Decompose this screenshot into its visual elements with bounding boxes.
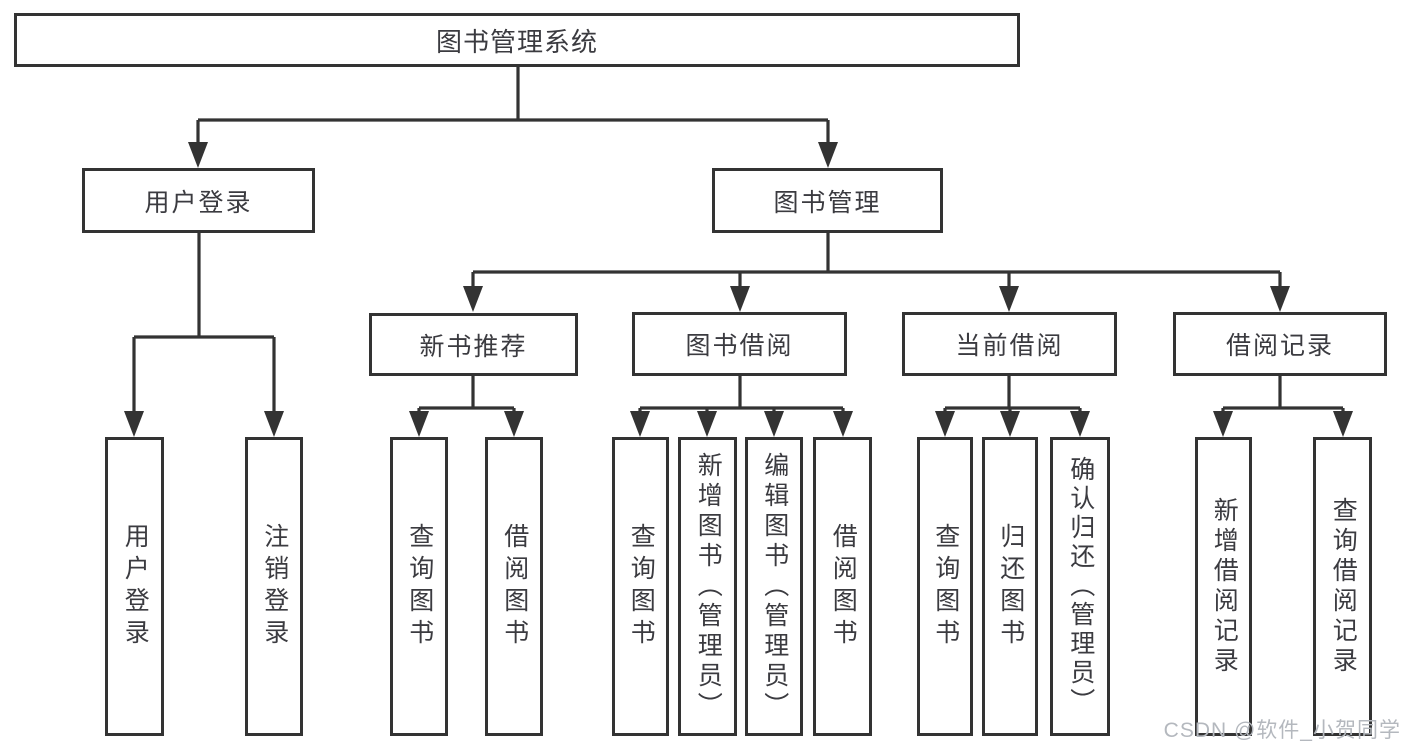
leaf-return-books: 归还图书 xyxy=(982,437,1038,736)
arrow-down-icon xyxy=(1333,411,1353,437)
arrow-down-icon xyxy=(999,286,1019,312)
leaf-confirm-return-admin: 确认归还（管理员） xyxy=(1050,437,1110,736)
node-user-login: 用户登录 xyxy=(82,168,315,233)
arrow-down-icon xyxy=(409,411,429,437)
leaf-query-books-current: 查询图书 xyxy=(917,437,973,736)
leaf-query-books-recommend: 查询图书 xyxy=(390,437,448,736)
connector-book-management-to-modules xyxy=(463,233,1290,312)
arrow-down-icon xyxy=(697,411,717,437)
arrow-down-icon xyxy=(504,411,524,437)
node-book-management: 图书管理 xyxy=(712,168,943,233)
arrow-down-icon xyxy=(833,411,853,437)
leaf-logout: 注销登录 xyxy=(245,437,303,736)
leaf-user-login: 用户登录 xyxy=(105,437,164,736)
node-book-borrow: 图书借阅 xyxy=(632,312,847,376)
arrow-down-icon xyxy=(1000,411,1020,437)
leaf-add-books-admin: 新增图书（管理员） xyxy=(678,437,737,736)
leaf-query-borrow-record: 查询借阅记录 xyxy=(1313,437,1372,736)
connector-user-login-to-leaves xyxy=(124,232,284,437)
connector-new-book-recommend-to-leaves xyxy=(409,376,524,437)
connector-book-borrow-to-leaves xyxy=(630,375,853,437)
arrow-down-icon xyxy=(1270,286,1290,312)
arrow-down-icon xyxy=(630,411,650,437)
node-root-system: 图书管理系统 xyxy=(14,13,1020,67)
arrow-down-icon xyxy=(1213,411,1233,437)
leaf-add-borrow-record: 新增借阅记录 xyxy=(1195,437,1252,736)
arrow-down-icon xyxy=(124,411,144,437)
arrow-down-icon xyxy=(463,286,483,312)
arrow-down-icon xyxy=(730,286,750,312)
leaf-borrow-books-recommend: 借阅图书 xyxy=(485,437,543,736)
arrow-down-icon xyxy=(264,411,284,437)
connector-borrow-records-to-leaves xyxy=(1213,375,1353,437)
csdn-watermark: CSDN @软件_小贺同学 xyxy=(1163,719,1401,742)
arrow-down-icon xyxy=(818,142,838,168)
arrow-down-icon xyxy=(188,142,208,168)
arrow-down-icon xyxy=(764,411,784,437)
node-current-borrow: 当前借阅 xyxy=(902,312,1117,376)
arrow-down-icon xyxy=(1070,411,1090,437)
leaf-query-books-borrow: 查询图书 xyxy=(612,437,669,736)
leaf-edit-books-admin: 编辑图书（管理员） xyxy=(745,437,803,736)
connector-current-borrow-to-leaves xyxy=(935,375,1090,437)
leaf-borrow-books: 借阅图书 xyxy=(813,437,872,736)
arrow-down-icon xyxy=(935,411,955,437)
connector-root-to-branches xyxy=(188,67,838,168)
node-borrow-records: 借阅记录 xyxy=(1173,312,1387,376)
node-new-book-recommend: 新书推荐 xyxy=(369,313,578,376)
